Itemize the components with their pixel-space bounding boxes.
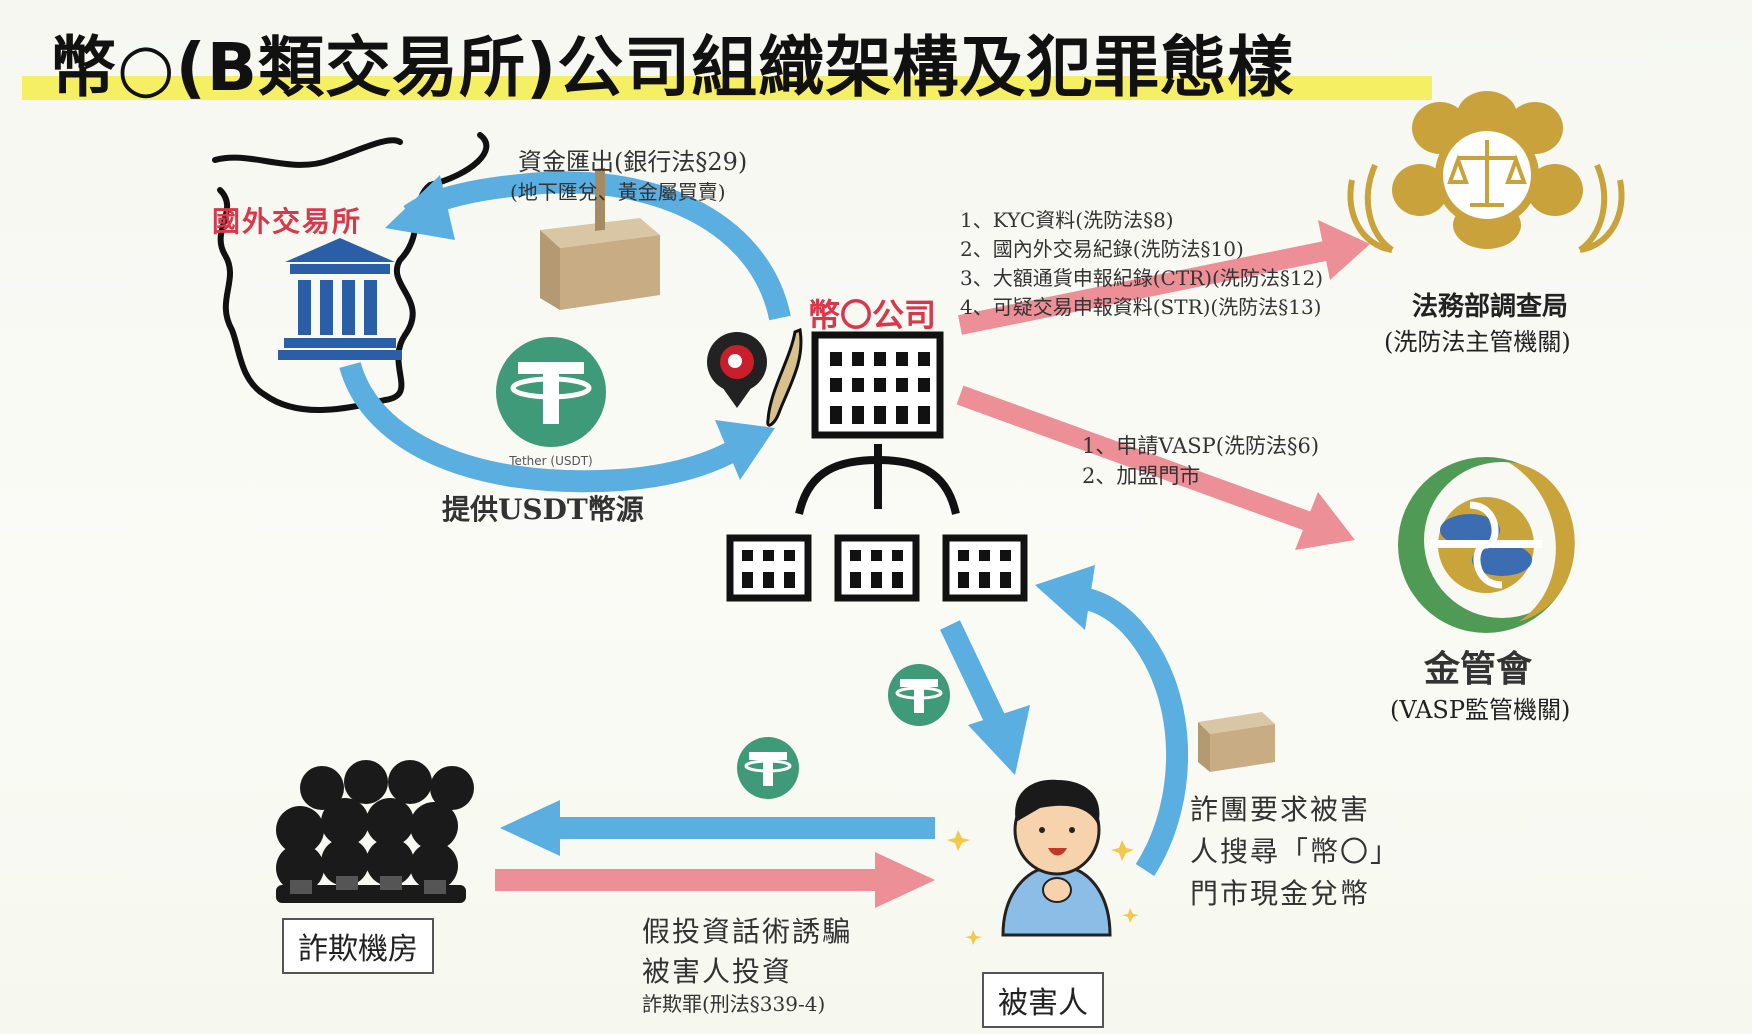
taiwan-map-icon [766, 327, 803, 427]
victim-person-icon [1001, 779, 1112, 937]
bank-icon [278, 238, 402, 360]
foreign-exchange-label: 國外交易所 [212, 205, 363, 238]
fraud-law-label: 詐欺罪(刑法§339-4) [642, 992, 826, 1016]
report-to-mjib-arrow [958, 220, 1370, 335]
tether-icon [737, 737, 799, 799]
register-with-fsc-arrow [956, 385, 1355, 550]
company-building-icon [811, 331, 944, 439]
fraud-room-label: 詐欺機房 [282, 918, 434, 974]
cash-exchange-arrow [1035, 565, 1189, 876]
branch-store-icon [726, 534, 812, 602]
victim-instruction: 詐團要求被害 [1190, 793, 1371, 826]
fsc-obligation: 2、加盟門市 [1082, 464, 1201, 488]
fsc-logo-icon [1398, 457, 1580, 633]
fraud-method-label: 被害人投資 [642, 955, 793, 988]
sparkle-icon [947, 830, 1139, 945]
cardboard-box-icon [540, 167, 660, 310]
location-pin-icon [707, 332, 767, 408]
mjib-obligation: 1、KYC資料(洗防法§8) [960, 208, 1174, 232]
fund-outflow-sublabel: (地下匯兌、黃金屬買賣) [510, 180, 726, 204]
page-title: 幣○(B類交易所)公司組織架構及犯罪態樣 [50, 29, 1295, 106]
mjib-name: 法務部調查局 [1412, 292, 1569, 322]
tether-label: Tether (USDT) [508, 454, 592, 468]
fund-outflow-label: 資金匯出(銀行法§29) [518, 148, 748, 176]
mjib-role: (洗防法主管機關) [1384, 328, 1571, 356]
org-tree-lines [795, 444, 960, 515]
tether-icon [888, 664, 950, 726]
tether-icon [496, 337, 606, 447]
title-highlight [22, 76, 1432, 100]
usdt-supply-arrow [339, 361, 775, 493]
mjib-emblem-icon [1347, 91, 1625, 253]
victim-label: 被害人 [982, 972, 1104, 1028]
branch-store-icon [942, 534, 1028, 602]
cardboard-box-icon [1198, 712, 1275, 772]
fsc-role: (VASP監管機關) [1390, 696, 1571, 724]
fraud-method-label: 假投資話術誘騙 [642, 915, 853, 948]
scammer-group-icon [276, 760, 474, 903]
fund-outflow-arrow [385, 171, 791, 321]
mjib-obligation: 3、大額通貨申報紀錄(CTR)(洗防法§12) [960, 266, 1324, 290]
usdt-to-fraud-room-arrow [500, 800, 935, 856]
fraud-lure-arrow [495, 852, 935, 908]
usdt-to-victim-arrow [940, 620, 1030, 775]
fsc-name: 金管會 [1424, 649, 1533, 690]
victim-instruction: 門市現金兌幣 [1190, 877, 1371, 910]
company-label: 幣〇公司 [808, 296, 937, 334]
mjib-obligation: 2、國內外交易紀錄(洗防法§10) [960, 237, 1244, 261]
usdt-supply-label: 提供USDT幣源 [442, 493, 644, 526]
fsc-obligation: 1、申請VASP(洗防法§6) [1082, 434, 1320, 458]
branch-store-icon [834, 534, 920, 602]
mjib-obligation: 4、可疑交易申報資料(STR)(洗防法§13) [960, 295, 1322, 319]
victim-instruction: 人搜尋「幣〇」 [1190, 835, 1401, 868]
